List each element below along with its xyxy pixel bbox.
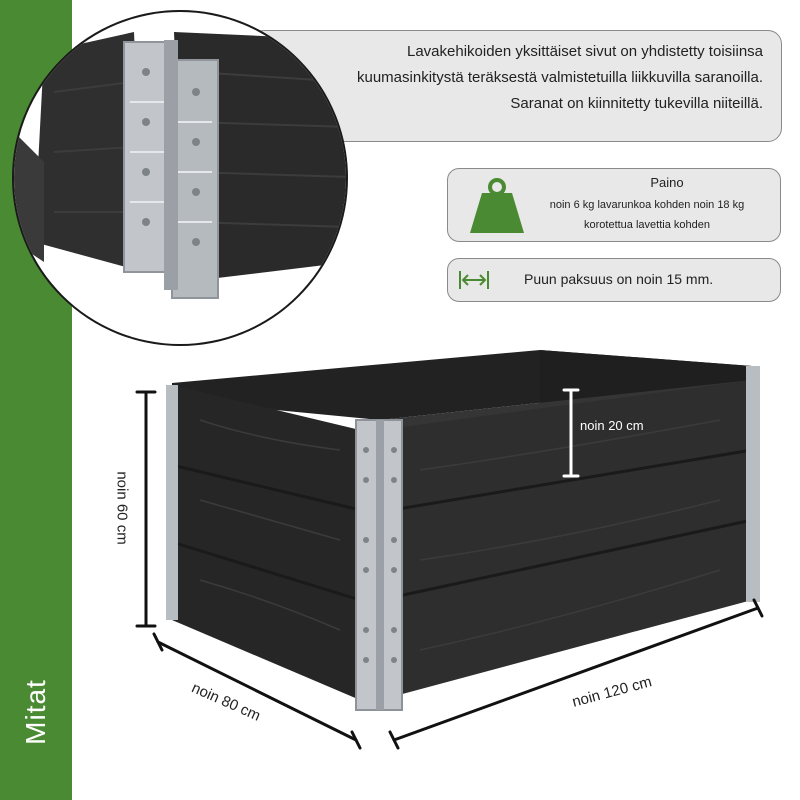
weight-info-box: Paino noin 6 kg lavarunkoa kohden noin 1…	[447, 168, 781, 242]
width-arrows-icon	[458, 269, 490, 296]
height-dimension-label: noin 60 cm	[113, 471, 131, 545]
weight-icon	[462, 177, 532, 240]
thickness-text: Puun paksuus on noin 15 mm.	[524, 271, 714, 287]
thickness-info-box: Puun paksuus on noin 15 mm.	[447, 258, 781, 302]
weight-title: Paino	[650, 175, 684, 190]
info-text: Lavakehikoiden yksittäiset sivut on yhdi…	[357, 43, 763, 112]
hinge-detail-image	[12, 10, 348, 346]
board-height-label: noin 20 cm	[580, 418, 644, 433]
weight-description: noin 6 kg lavarunkoa kohden noin 18 kg k…	[549, 199, 745, 231]
